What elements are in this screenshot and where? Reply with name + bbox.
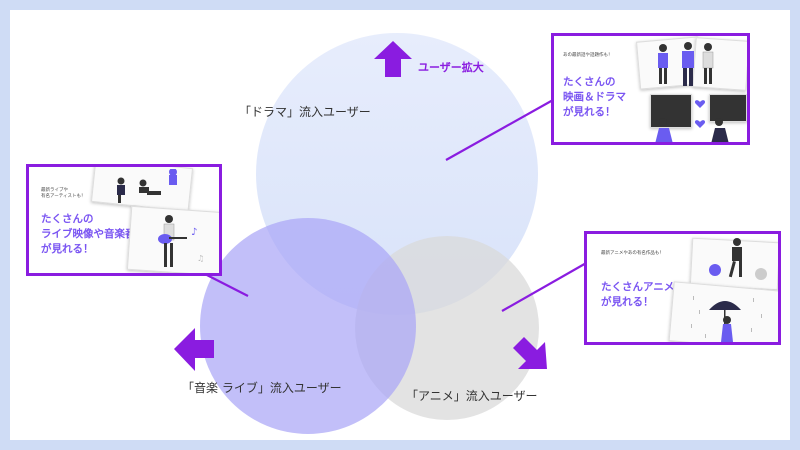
arrow-left-icon — [174, 328, 214, 371]
card-music-headline-1: たくさんの — [41, 213, 94, 225]
people-illustration — [655, 118, 729, 142]
circle-label-music: 「音楽 ライブ」流入ユーザー — [182, 381, 342, 395]
svg-text:♫: ♫ — [197, 254, 204, 263]
connector-music — [200, 271, 249, 297]
card-music-headline-2: ライブ映像や音楽番組 — [41, 228, 146, 240]
card-music-headline-3: が見れる！ — [41, 243, 94, 255]
card-drama-subtitle: あの最新話や話題作も！ — [563, 53, 613, 58]
connector-drama — [445, 99, 554, 161]
card-anime-headline-1: たくさんアニメ — [601, 281, 675, 293]
svg-text:♪: ♪ — [191, 227, 197, 238]
circle-label-drama: 「ドラマ」流入ユーザー — [239, 105, 371, 119]
guitarist-illustration: ♪♫ — [158, 215, 204, 267]
arrow-down-right-icon — [513, 337, 547, 369]
card-drama: あの最新話や話題作も！ たくさんの 映画＆ドラマ が見れる！ — [551, 33, 750, 145]
card-drama-headline-1: たくさんの — [563, 76, 616, 88]
circle-music — [200, 218, 416, 434]
window-frame — [709, 94, 747, 122]
connector-anime — [501, 261, 589, 312]
card-music: 最新ライブや 有名アーティストも！ たくさんの ライブ映像や音楽番組 が見れる！… — [26, 164, 222, 276]
card-anime-headline-2: が見れる！ — [601, 296, 654, 308]
ball-player-illustration — [709, 238, 767, 280]
card-anime: 最新アニメやあの有名作品も！ たくさんアニメ が見れる！ — [584, 231, 781, 345]
people-illustration — [658, 42, 714, 86]
window-frame — [650, 94, 692, 128]
card-drama-headline-2: 映画＆ドラマ — [563, 91, 626, 103]
concert-illustration — [117, 169, 177, 203]
card-music-subtitle-2: 有名アーティストも！ — [41, 194, 86, 199]
card-anime-subtitle: 最新アニメやあの有名作品も！ — [601, 251, 664, 256]
card-drama-headline-3: が見れる！ — [563, 106, 616, 118]
top-arrow-label: ユーザー拡大 — [418, 61, 484, 74]
circle-label-anime: 「アニメ」流入ユーザー — [406, 389, 538, 403]
umbrella-illustration — [691, 296, 762, 342]
card-music-subtitle-1: 最新ライブや — [41, 188, 68, 193]
heart-icon — [694, 100, 706, 128]
arrow-up-icon — [374, 41, 412, 77]
